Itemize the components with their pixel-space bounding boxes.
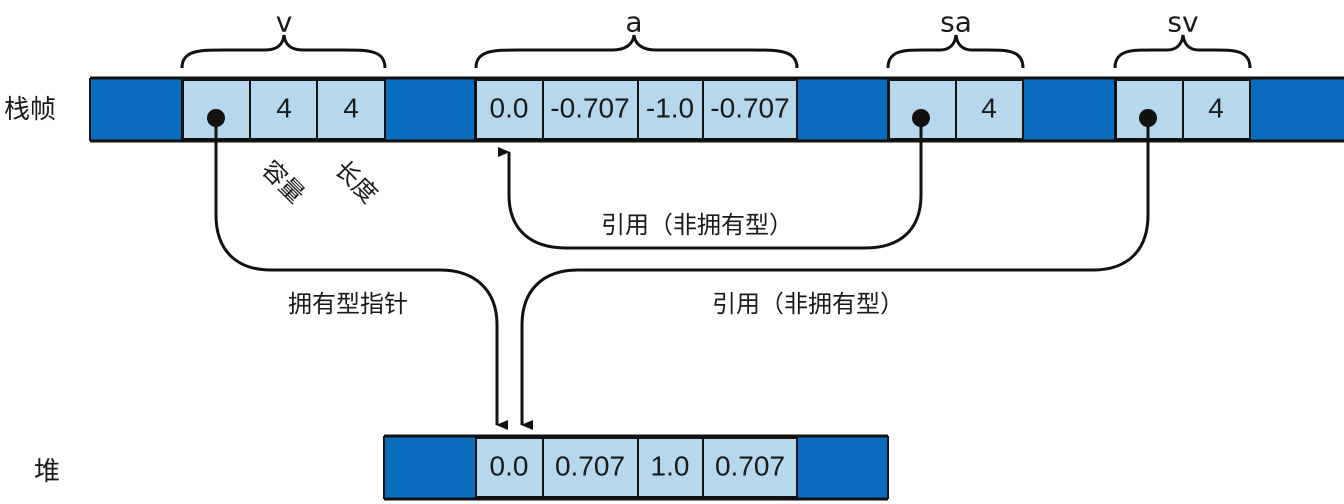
var-name-sa: sa	[940, 6, 972, 39]
owning-pointer-arrow	[214, 118, 508, 430]
owning-pointer-label: 拥有型指针	[288, 290, 408, 318]
var-name-sv: sv	[1167, 6, 1198, 39]
a-value-2: -1.0	[646, 93, 694, 124]
sv-brace	[1113, 34, 1252, 69]
length-label: 长度	[329, 155, 383, 209]
capacity-label: 容量	[256, 155, 310, 209]
heap-value-1: 0.707	[555, 451, 625, 482]
heap-value-3: 0.707	[715, 451, 785, 482]
stack-frame-row: 4 4 0.0 -0.707 -1.0 -0.707 4 4	[89, 76, 1344, 143]
a-cells: 0.0 -0.707 -1.0 -0.707	[475, 79, 798, 140]
sv-reference-label: 引用（非拥有型）	[712, 290, 904, 318]
sv-length-cell	[1182, 79, 1251, 140]
a-cell-3	[702, 79, 798, 140]
heap-cell-0	[475, 437, 544, 498]
sv-reference-arrow	[520, 118, 1150, 430]
a-cell-0	[475, 79, 544, 140]
sa-brace	[886, 34, 1025, 69]
sa-cells: 4	[888, 79, 1024, 140]
heap-value-2: 1.0	[651, 451, 690, 482]
v-cells: 4 4	[182, 79, 386, 140]
sv-cells: 4	[1115, 79, 1251, 140]
a-brace	[474, 34, 799, 69]
stack-frame-label: 栈帧	[4, 95, 56, 125]
v-length-cell	[316, 79, 386, 140]
sa-reference-label: 引用（非拥有型）	[601, 211, 793, 239]
a-value-3: -0.707	[710, 93, 789, 124]
a-value-1: -0.707	[550, 93, 629, 124]
heap-row: 0.0 0.707 1.0 0.707	[383, 434, 889, 501]
sa-reference-arrow	[498, 118, 923, 250]
heap-cell-2	[637, 437, 704, 498]
v-length-value: 4	[343, 93, 359, 124]
v-brace	[180, 34, 387, 69]
variable-braces	[180, 34, 1252, 69]
sv-length-value: 4	[1208, 93, 1224, 124]
heap-value-0: 0.0	[490, 451, 529, 482]
sa-length-cell	[955, 79, 1024, 140]
sa-length-value: 4	[981, 93, 997, 124]
var-name-a: a	[625, 6, 642, 39]
a-value-0: 0.0	[490, 93, 529, 124]
heap-cell-1	[542, 437, 639, 498]
heap-cell-3	[702, 437, 798, 498]
v-capacity-value: 4	[276, 93, 292, 124]
heap-label: 堆	[34, 457, 60, 487]
var-name-v: v	[276, 6, 293, 39]
